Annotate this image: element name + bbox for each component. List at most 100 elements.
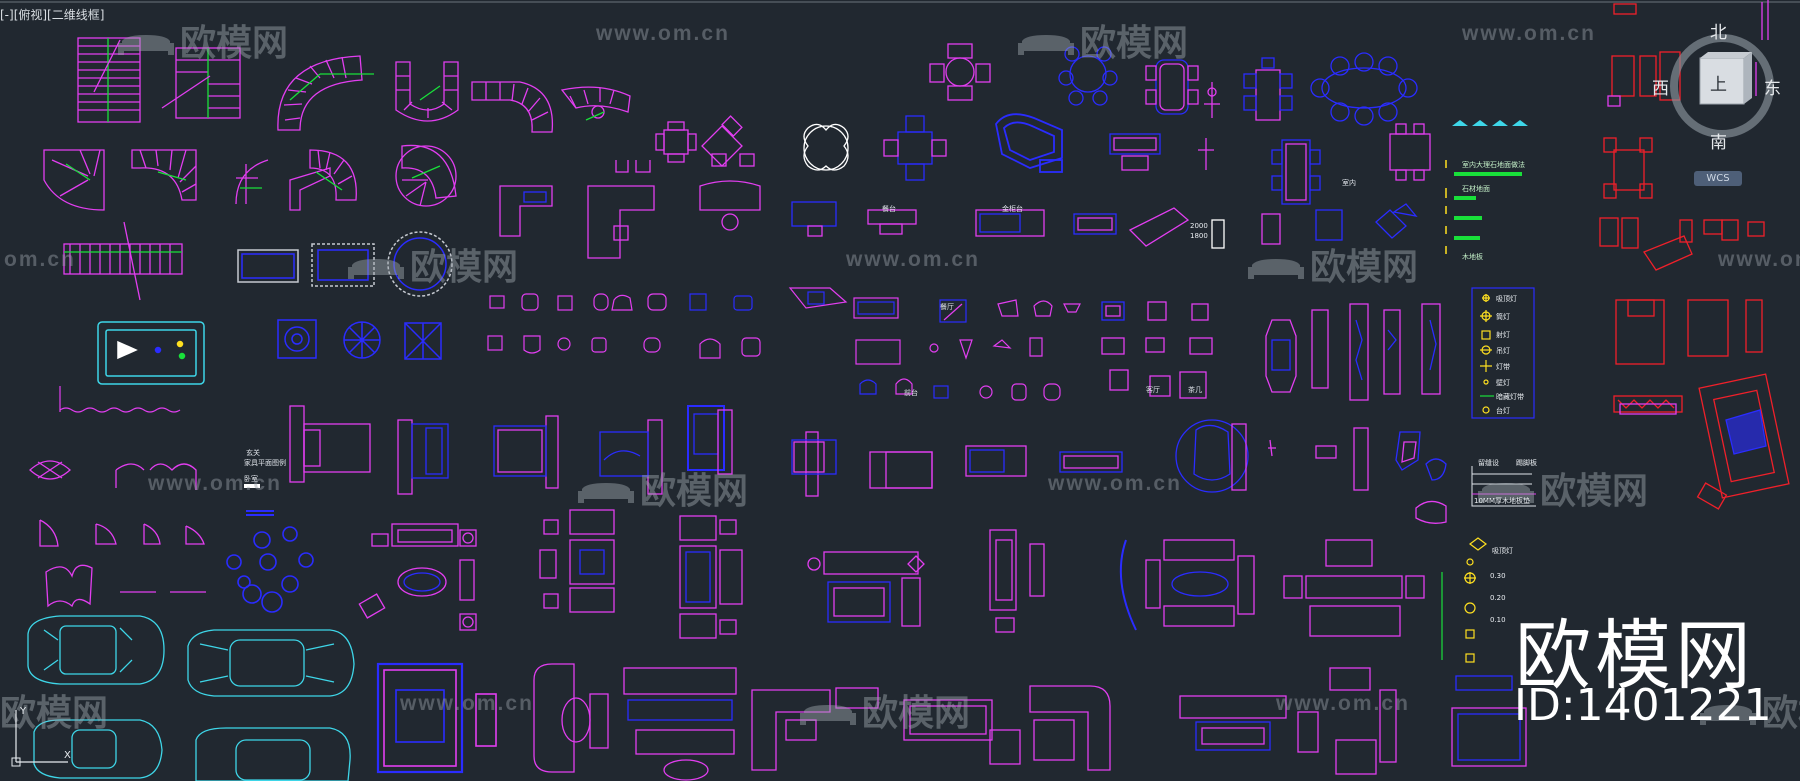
bottom-sofa-9 bbox=[1451, 675, 1527, 767]
sofa-logo-icon bbox=[1478, 483, 1534, 503]
watermark-url: www.om.cn bbox=[1276, 692, 1410, 715]
stair-u-block bbox=[161, 47, 241, 119]
viewcube-icon bbox=[1670, 34, 1774, 138]
right-column-red bbox=[1599, 3, 1790, 510]
bottom-sofa-7 bbox=[1179, 695, 1319, 753]
viewcube-face-top[interactable]: 上 bbox=[1710, 75, 1727, 95]
stair-spiral-curve-1 bbox=[277, 55, 374, 131]
watermark-url: www.om.cn bbox=[400, 692, 534, 715]
watermark-logo: 欧模网 bbox=[1018, 14, 1188, 66]
chair-icons-row-2 bbox=[788, 287, 1081, 401]
watermark-logo: 欧模网 bbox=[800, 684, 970, 736]
cad-label: 餐台 bbox=[882, 205, 896, 213]
watermark-logo-text: 欧模网 bbox=[1540, 471, 1649, 512]
car-3 bbox=[33, 719, 163, 779]
watermark-logo: 欧模网 bbox=[0, 684, 108, 736]
cad-label: 玄关 bbox=[246, 449, 260, 457]
car-4 bbox=[195, 727, 351, 781]
viewcube-north[interactable]: 北 bbox=[1710, 23, 1727, 43]
sofa-set-2 bbox=[539, 509, 615, 613]
bottom-sofa-6 bbox=[1029, 685, 1111, 771]
bottom-sofa-2 bbox=[533, 663, 609, 773]
watermark-url: www.om.cn bbox=[148, 472, 282, 495]
sofa-logo-icon bbox=[800, 705, 856, 725]
watermark-logo-text: 欧模网 bbox=[1080, 23, 1189, 64]
watermark-logo-text: 欧模网 bbox=[0, 693, 109, 734]
green-bar-small bbox=[244, 484, 274, 516]
chair-icons-row bbox=[487, 293, 761, 359]
green-note: 室内大理石地面做法 bbox=[1462, 161, 1525, 169]
light-legend-label: 壁灯 bbox=[1496, 379, 1510, 387]
watermark-url: om.cn bbox=[4, 248, 76, 271]
svg-text:X: X bbox=[64, 750, 71, 761]
light-legend-label: 射灯 bbox=[1496, 331, 1510, 339]
cad-label: 餐厅 bbox=[940, 303, 954, 311]
stair-curve-2 bbox=[471, 81, 554, 133]
decor-squares bbox=[277, 319, 442, 360]
sofa-logo-icon bbox=[578, 483, 634, 503]
sofa-set-7 bbox=[1283, 539, 1425, 637]
green-legend bbox=[1445, 120, 1528, 254]
watermark-logo-text: 欧模 bbox=[1762, 693, 1800, 734]
dining-long bbox=[1271, 123, 1431, 205]
light-legend-2-label: 0.10 bbox=[1490, 616, 1506, 624]
light-legend-2-label: 0.20 bbox=[1490, 594, 1506, 602]
watermark-logo: 欧模网 bbox=[348, 238, 518, 290]
watermark-logo: 欧模 bbox=[1700, 684, 1800, 736]
watermark-logo-text: 欧模网 bbox=[640, 471, 749, 512]
viewcube-west[interactable]: 西 bbox=[1652, 79, 1669, 99]
light-legend-box bbox=[1471, 287, 1535, 419]
sofa-set-3 bbox=[679, 515, 743, 639]
watermark-logo: 欧模网 bbox=[1478, 462, 1648, 514]
sofa-logo-icon bbox=[1700, 705, 1756, 725]
viewcube[interactable] bbox=[1658, 22, 1786, 150]
viewcube-east[interactable]: 东 bbox=[1764, 79, 1781, 99]
stair-curve-3 bbox=[560, 86, 631, 121]
watermark-url: www.om.cn bbox=[1048, 472, 1182, 495]
sofa-logo-icon bbox=[1248, 259, 1304, 279]
watermark-logo-text: 欧模网 bbox=[410, 247, 519, 288]
sofa-logo-icon bbox=[348, 259, 404, 279]
viewcube-south[interactable]: 南 bbox=[1710, 133, 1727, 153]
table-chairs-top bbox=[615, 43, 1418, 181]
sofa-logo-icon bbox=[1018, 35, 1074, 55]
stair-spiral-row2 bbox=[43, 144, 457, 211]
blue-circle-cluster bbox=[226, 526, 314, 613]
bench-blocks bbox=[1109, 133, 1214, 171]
cad-label: 家具平面图例 bbox=[244, 459, 286, 467]
viewport-label[interactable]: [-][俯视][二维线框] bbox=[0, 8, 105, 22]
cad-label: 室内 bbox=[1342, 179, 1356, 187]
ucs-icon: Y X bbox=[11, 706, 71, 767]
dim-block bbox=[1471, 466, 1536, 507]
small-items-mid bbox=[1268, 427, 1447, 524]
wcs-button[interactable]: WCS bbox=[1694, 171, 1742, 186]
light-legend-2-label: 吸顶灯 bbox=[1492, 547, 1513, 555]
car-2 bbox=[187, 629, 355, 697]
light-legend-label: 吊灯 bbox=[1496, 347, 1510, 355]
light-legend-label: 筒灯 bbox=[1496, 313, 1510, 321]
green-note: 木地板 bbox=[1462, 253, 1483, 261]
pool-table bbox=[97, 321, 205, 385]
brand-name: 欧模网 bbox=[1515, 611, 1755, 700]
sofa-set-4 bbox=[807, 551, 925, 627]
brand-id: ID:1401221 bbox=[1514, 680, 1772, 731]
light-legend-label: 台灯 bbox=[1496, 407, 1510, 415]
light-legend-label: 吸顶灯 bbox=[1496, 295, 1517, 303]
door-swings bbox=[29, 460, 206, 608]
svg-text:Y: Y bbox=[19, 706, 27, 717]
dim-text: 1800 bbox=[1190, 232, 1208, 240]
car-1 bbox=[27, 615, 165, 685]
light-legend-label: 暗藏灯带 bbox=[1496, 393, 1524, 401]
watermark-logo: 欧模网 bbox=[578, 462, 748, 514]
watermark-logo-text: 欧模网 bbox=[180, 23, 289, 64]
watermark-url: www.om.cn bbox=[596, 22, 730, 45]
cad-label: 卧室 bbox=[244, 475, 258, 483]
light-legend-2-label: 0.30 bbox=[1490, 572, 1506, 580]
watermark-url: www.om.cn bbox=[1462, 22, 1596, 45]
stair-straight-block bbox=[77, 37, 141, 123]
desk-row bbox=[499, 180, 1418, 259]
sofa-set-1 bbox=[358, 523, 477, 631]
watermark-logo: 欧模网 bbox=[118, 14, 288, 66]
